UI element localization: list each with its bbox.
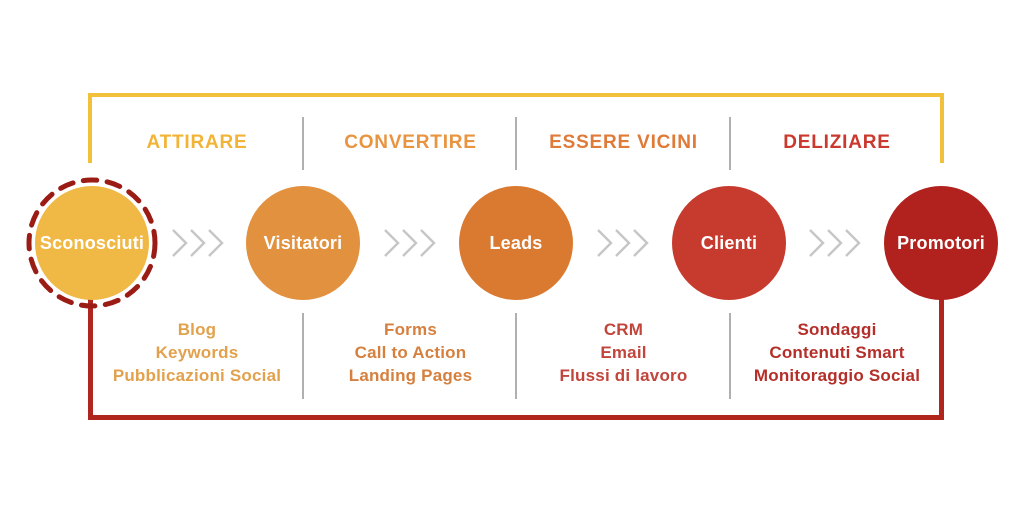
circle-clienti: Clienti (672, 186, 786, 300)
stage-header-deliziare: DELIZIARE (783, 132, 891, 153)
tactic-item: Blog (177, 320, 217, 339)
tactics-list-convertire: Forms Call to Action Landing Pages (304, 318, 517, 387)
header-divider (302, 117, 304, 170)
circle-label: Promotori (897, 232, 985, 253)
tactic-item: Monitoraggio Social (753, 366, 921, 385)
tactics-divider (302, 313, 304, 399)
circle-visitatori: Visitatori (246, 186, 360, 300)
tactics-divider (515, 313, 517, 399)
tactic-item: Contenuti Smart (769, 343, 905, 362)
tactic-item: CRM (603, 320, 644, 339)
tactics-divider (729, 313, 731, 399)
circle-leads: Leads (459, 186, 573, 300)
tactic-item: Call to Action (354, 343, 467, 362)
tactics-list-deliziare: Sondaggi Contenuti Smart Monitoraggio So… (730, 318, 944, 387)
chevron-arrows-icon (172, 229, 224, 257)
tactic-item: Sondaggi (797, 320, 877, 339)
tactic-item: Email (600, 343, 647, 362)
tactic-item: Keywords (155, 343, 239, 362)
tactics-list-attirare: Blog Keywords Pubblicazioni Social (90, 318, 304, 387)
tactic-item: Forms (384, 320, 437, 339)
dashed-ring-icon (26, 177, 158, 309)
bottom-bracket (88, 243, 944, 420)
chevron-arrows-icon (597, 229, 649, 257)
circle-sconosciuti: Sconosciuti (35, 186, 149, 300)
stage-header-convertire: CONVERTIRE (344, 132, 477, 153)
chevron-arrows-icon (384, 229, 436, 257)
top-bracket (88, 93, 944, 163)
header-divider (729, 117, 731, 170)
tactic-item: Landing Pages (348, 366, 473, 385)
stage-header-attirare: ATTIRARE (146, 132, 248, 153)
header-divider (515, 117, 517, 170)
circle-label: Sconosciuti (39, 232, 145, 253)
circle-label: Leads (489, 232, 543, 253)
chevron-arrows-icon (809, 229, 861, 257)
circle-label: Clienti (700, 232, 758, 253)
circle-label: Visitatori (263, 232, 343, 253)
circle-promotori: Promotori (884, 186, 998, 300)
tactic-item: Flussi di lavoro (559, 366, 688, 385)
tactic-item: Pubblicazioni Social (112, 366, 282, 385)
stage-header-essere-vicini: ESSERE VICINI (549, 132, 698, 153)
tactics-list-essere-vicini: CRM Email Flussi di lavoro (517, 318, 730, 387)
